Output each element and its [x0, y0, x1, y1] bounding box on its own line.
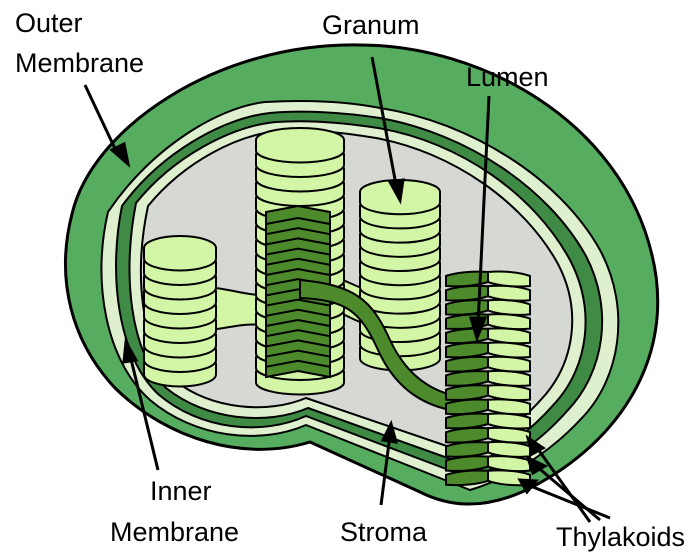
inner-membrane-label-line1: Inner: [150, 476, 212, 506]
thylakoid-cut-disc: [446, 428, 488, 443]
lumen-label: Lumen: [466, 62, 549, 92]
granum-right: [446, 272, 530, 486]
thylakoid-cut-disc: [446, 399, 488, 414]
thylakoid-disc: [488, 357, 530, 372]
thylakoid-disc: [488, 371, 530, 386]
thylakoid-cut-disc: [446, 414, 488, 429]
thylakoid-disc: [488, 399, 530, 414]
thylakoid-cut-disc: [446, 343, 488, 358]
outer-membrane-label-line1: Outer: [15, 8, 83, 38]
thylakoids-label: Thylakoids: [556, 522, 685, 552]
granum-left: [144, 236, 216, 386]
thylakoid-cut-disc: [446, 371, 488, 386]
thylakoid-disc: [488, 343, 530, 358]
thylakoid-disc: [488, 300, 530, 315]
granum-label: Granum: [322, 10, 420, 40]
thylakoid-cut-disc: [446, 300, 488, 315]
thylakoid-disc: [488, 272, 530, 287]
thylakoid-cut-disc: [446, 470, 488, 485]
thylakoid-cut-disc: [446, 328, 488, 343]
thylakoid-cut-disc: [446, 385, 488, 400]
thylakoid-disc: [144, 236, 216, 270]
thylakoid-disc: [488, 414, 530, 429]
thylakoid-disc: [488, 314, 530, 329]
thylakoid-disc: [488, 385, 530, 400]
stroma-label: Stroma: [340, 517, 428, 547]
granum-middle: [360, 180, 440, 370]
thylakoid-disc: [488, 456, 530, 471]
thylakoid-cut-disc: [446, 442, 488, 457]
thylakoid-disc: [488, 428, 530, 443]
thylakoid-cut-disc: [446, 456, 488, 471]
outer-membrane-label-line2: Membrane: [15, 48, 144, 78]
thylakoid-cut-disc: [446, 286, 488, 301]
thylakoid-disc: [256, 128, 344, 162]
thylakoid-cut-disc: [446, 357, 488, 372]
thylakoid-disc: [488, 328, 530, 343]
thylakoid-disc: [488, 442, 530, 457]
inner-membrane-label-line2: Membrane: [110, 517, 239, 547]
thylakoid-disc: [488, 286, 530, 301]
